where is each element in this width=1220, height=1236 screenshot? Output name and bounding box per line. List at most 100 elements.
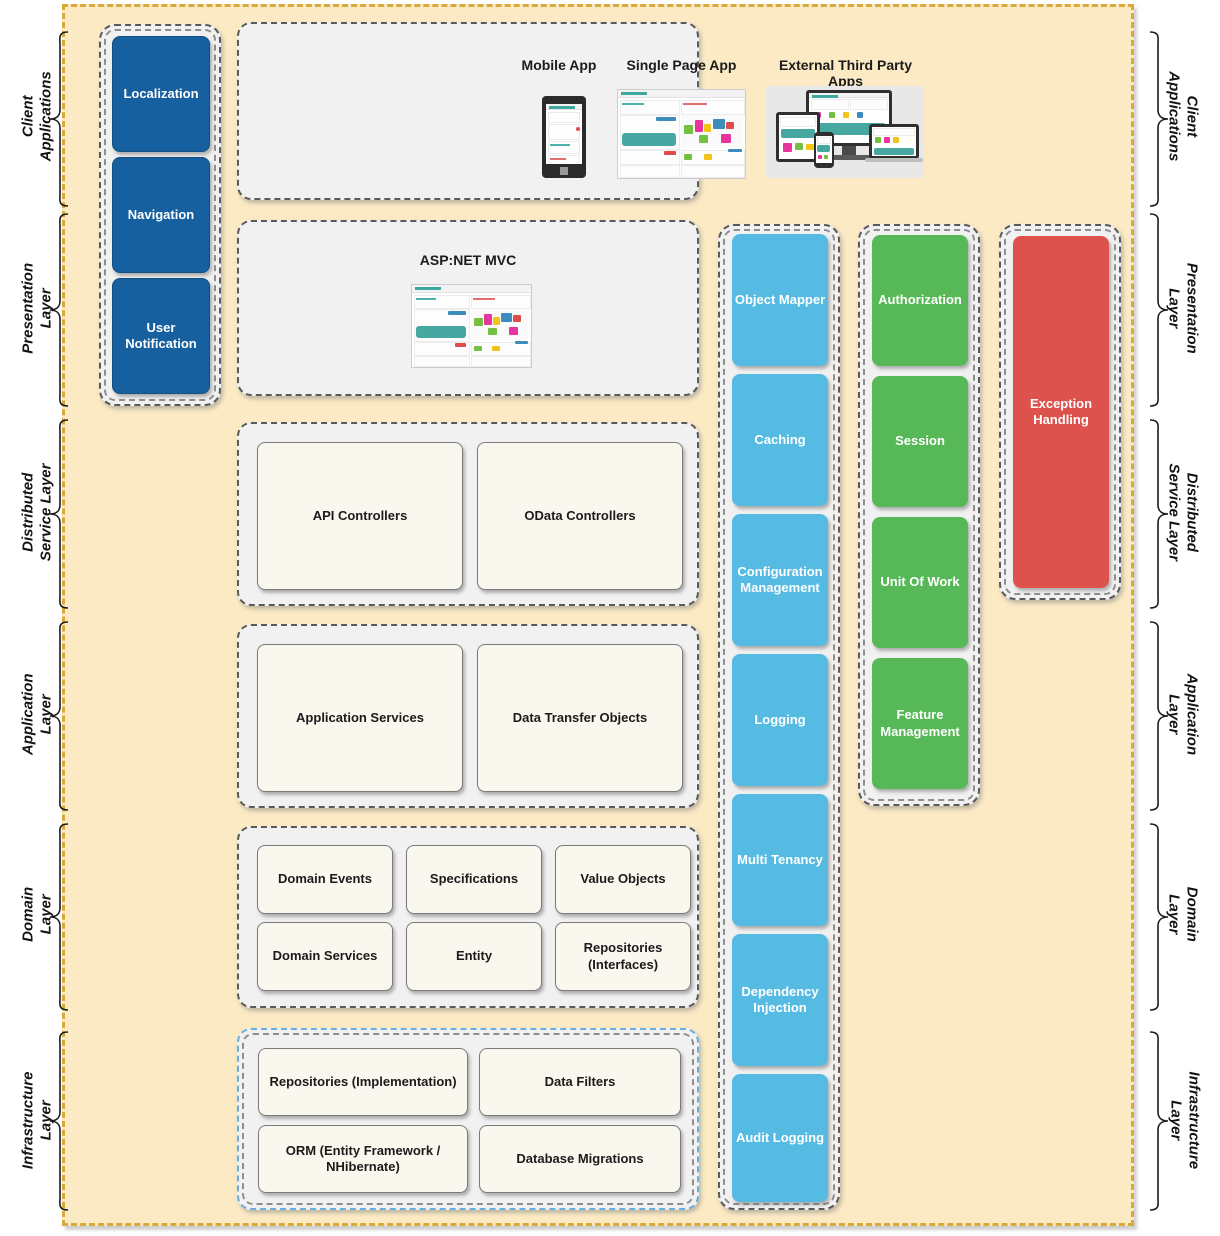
card-session[interactable]: Session [872,376,968,507]
dashboard-browser-thumbnail [617,89,746,179]
tile-label-external-third-party-apps: External Third Party Apps [778,57,913,89]
cross-cutting-cyan-column: Object Mapper Caching Configuration Mana… [718,224,840,1210]
card-multi-tenancy[interactable]: Multi Tenancy [732,794,828,926]
card-repositories-interfaces[interactable]: Repositories (Interfaces) [555,922,691,991]
card-entity-label: Entity [455,948,493,964]
card-feature-management[interactable]: Feature Management [872,658,968,789]
card-navigation-label: Navigation [127,206,195,222]
distributed-service-group: API Controllers OData Controllers [237,422,699,606]
brace-right-presentation-layer [1148,212,1170,408]
card-caching[interactable]: Caching [732,374,828,506]
card-navigation[interactable]: Navigation [112,157,210,273]
cross-cutting-green-column: Authorization Session Unit Of Work Featu… [858,224,980,806]
application-group: Application Services Data Transfer Objec… [237,624,699,808]
card-authorization-label: Authorization [878,292,962,308]
card-specifications-label: Specifications [429,871,519,887]
card-orm[interactable]: ORM (Entity Framework / NHibernate) [258,1125,468,1193]
card-application-services-label: Application Services [296,709,424,725]
card-domain-services[interactable]: Domain Services [257,922,393,991]
tile-label-single-page-app: Single Page App [626,57,737,73]
card-api-controllers-label: API Controllers [312,507,408,523]
card-entity[interactable]: Entity [406,922,542,991]
infrastructure-group: Repositories (Implementation) Data Filte… [237,1028,699,1210]
card-data-filters[interactable]: Data Filters [479,1048,681,1116]
card-user-notification-label: User Notification [125,319,197,351]
card-authorization[interactable]: Authorization [872,235,968,366]
card-dependency-injection-label: Dependency Injection [741,983,819,1015]
layer-label-distributed-service-right: Distributed Service Layer [1165,463,1201,562]
card-logging[interactable]: Logging [732,654,828,786]
brace-right-infrastructure-layer [1148,1030,1170,1212]
card-repositories-interfaces-label: Repositories (Interfaces) [583,940,663,972]
card-exception-handling-label: Exception Handling [1029,395,1093,427]
card-api-controllers[interactable]: API Controllers [257,442,463,590]
presentation-group: ASP:NET MVC [237,220,699,396]
card-feature-management-label: Feature Management [880,707,960,739]
card-user-notification[interactable]: User Notification [112,278,210,394]
client-applications-group: Mobile App Single Page App External Thir… [237,22,924,200]
card-caching-label: Caching [754,431,806,447]
card-object-mapper[interactable]: Object Mapper [732,234,828,366]
card-database-migrations[interactable]: Database Migrations [479,1125,681,1193]
card-localization-label: Localization [123,85,199,101]
card-data-transfer-objects[interactable]: Data Transfer Objects [477,644,683,792]
card-database-migrations-label: Database Migrations [516,1150,644,1166]
card-domain-events[interactable]: Domain Events [257,845,393,914]
card-multi-tenancy-label: Multi Tenancy [737,851,823,867]
cross-cutting-client-column: Localization Navigation User Notificatio… [99,24,221,406]
card-repositories-implementation-label: Repositories (Implementation) [269,1073,457,1089]
card-repositories-implementation[interactable]: Repositories (Implementation) [258,1048,468,1116]
card-exception-handling[interactable]: Exception Handling [1013,236,1109,588]
card-odata-controllers[interactable]: OData Controllers [477,442,683,590]
card-data-transfer-objects-label: Data Transfer Objects [512,709,648,725]
layer-label-client-applications-right: Client Applications [1165,71,1201,162]
card-session-label: Session [895,433,945,449]
presentation-dashboard-thumbnail [411,284,532,368]
cross-cutting-red-column: Exception Handling [999,224,1121,600]
layer-label-application-right: Application Layer [1165,673,1201,756]
brace-right-domain-layer [1148,822,1170,1012]
layer-label-domain-left: Domain Layer [19,886,55,942]
brace-left-infrastructure-layer [48,1030,70,1212]
card-odata-controllers-label: OData Controllers [524,507,636,523]
layer-label-domain-right: Domain Layer [1165,886,1201,942]
card-dependency-injection[interactable]: Dependency Injection [732,934,828,1066]
card-domain-events-label: Domain Events [278,871,372,887]
card-logging-label: Logging [754,711,806,727]
brace-left-distributed-service-layer [48,418,70,610]
card-configuration-management[interactable]: Configuration Management [732,514,828,646]
card-value-objects[interactable]: Value Objects [555,845,691,914]
card-orm-label: ORM (Entity Framework / NHibernate) [285,1142,441,1174]
card-unit-of-work-label: Unit Of Work [880,574,960,590]
card-application-services[interactable]: Application Services [257,644,463,792]
layer-label-presentation-right: Presentation Layer [1165,262,1201,354]
brace-right-application-layer [1148,620,1170,812]
card-specifications[interactable]: Specifications [406,845,542,914]
mobile-phone-thumbnail [542,96,586,178]
card-unit-of-work[interactable]: Unit Of Work [872,517,968,648]
brace-left-presentation-layer [48,212,70,408]
brace-left-client-applications [48,30,70,208]
card-localization[interactable]: Localization [112,36,210,152]
layer-label-application-left: Application Layer [19,673,55,756]
layer-label-distributed-service-left: Distributed Service Layer [19,463,55,562]
brace-right-distributed-service-layer [1148,418,1170,610]
card-value-objects-label: Value Objects [580,871,666,887]
tile-label-mobile-app: Mobile App [521,57,597,73]
card-object-mapper-label: Object Mapper [734,291,826,307]
presentation-title: ASP:NET MVC [419,252,517,268]
layer-label-client-applications-left: Client Applications [19,71,55,162]
multi-device-thumbnail [766,86,924,178]
layer-label-infrastructure-right: Infrastructure Layer [1167,1071,1203,1170]
card-configuration-management-label: Configuration Management [737,563,823,595]
layer-label-presentation-left: Presentation Layer [19,262,55,354]
card-data-filters-label: Data Filters [544,1073,616,1089]
brace-left-application-layer [48,620,70,812]
domain-group: Domain Events Specifications Value Objec… [237,826,699,1008]
card-audit-logging-label: Audit Logging [735,1129,825,1145]
card-domain-services-label: Domain Services [272,948,378,964]
brace-right-client-applications [1148,30,1170,208]
brace-left-domain-layer [48,822,70,1012]
card-audit-logging[interactable]: Audit Logging [732,1074,828,1202]
